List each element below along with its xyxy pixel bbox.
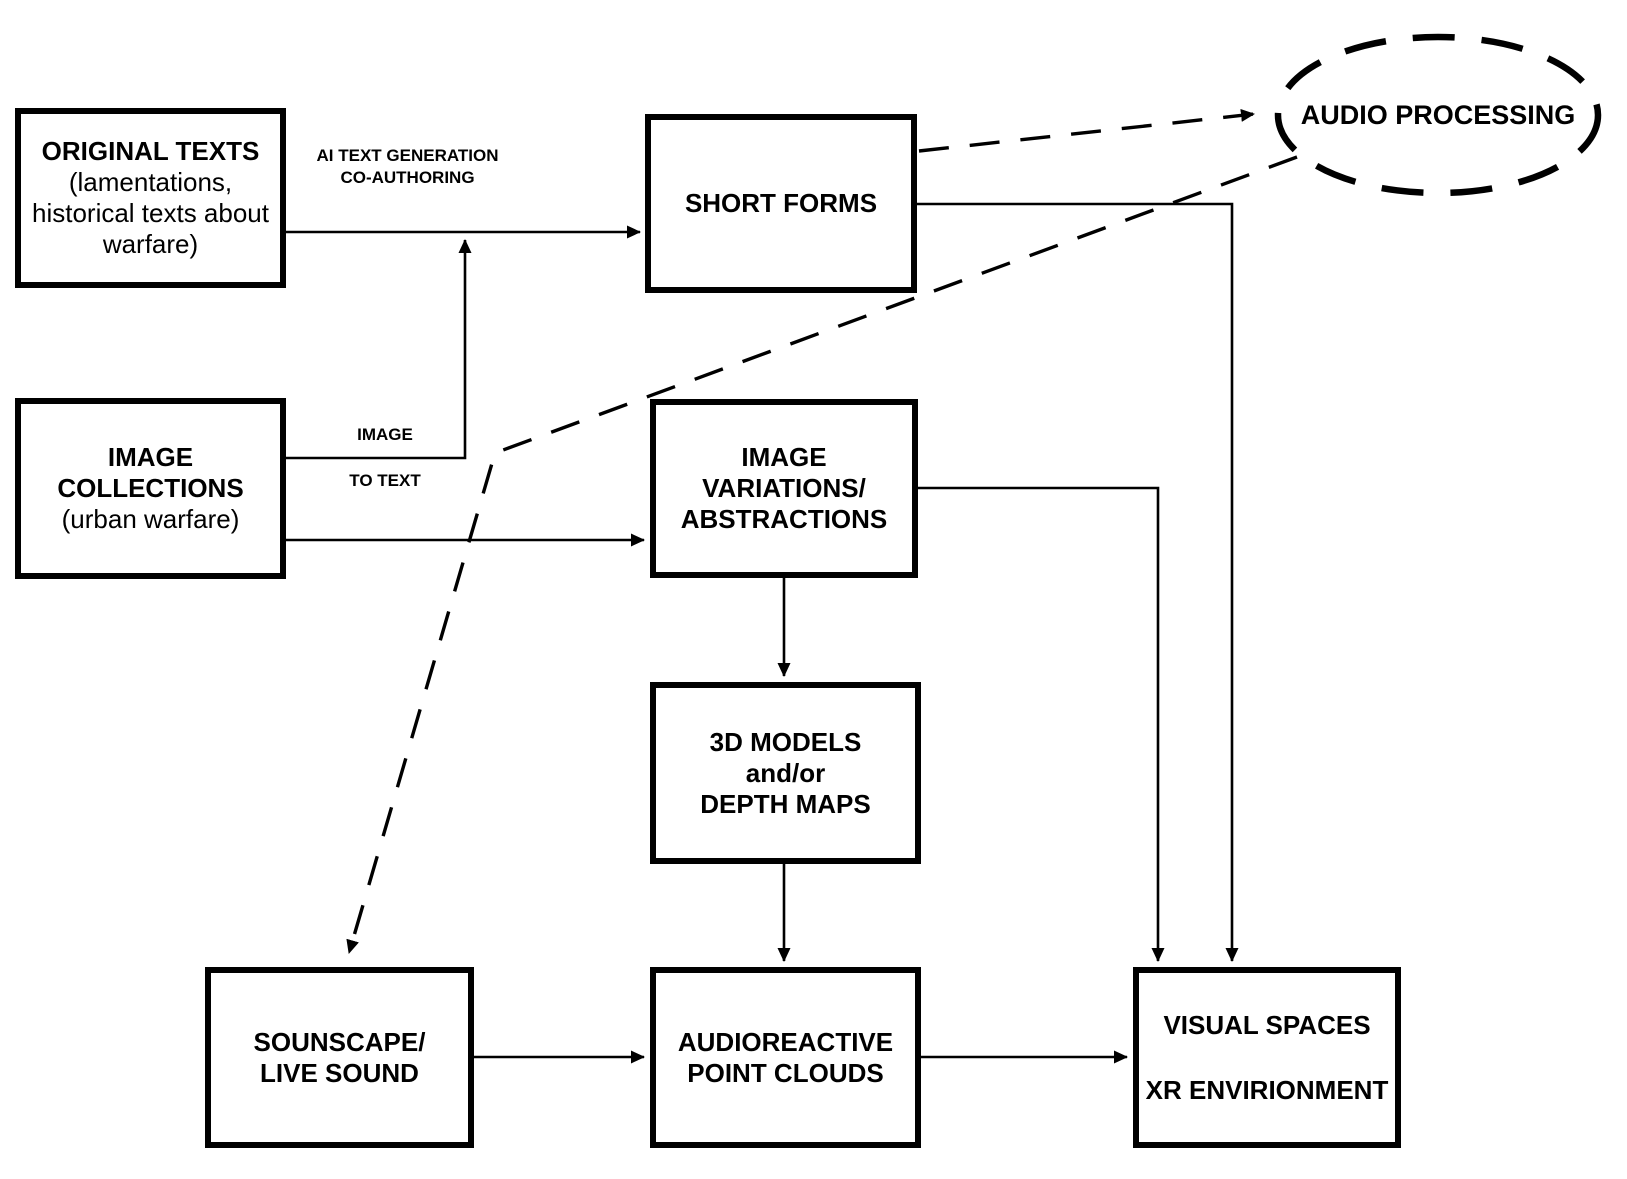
arrow-image-collections-image-to-text xyxy=(285,239,472,460)
node-audioreactive-point-clouds: AUDIOREACTIVE POINT CLOUDS xyxy=(650,967,921,1148)
edge-label-image: IMAGE xyxy=(357,425,413,444)
node-title-line: POINT CLOUDS xyxy=(687,1057,884,1088)
edge-label-ai-text-generation: AI TEXT GENERATION CO-AUTHORING xyxy=(300,145,515,189)
edge-label-line: CO-AUTHORING xyxy=(340,168,475,187)
node-title-line: and/or xyxy=(745,757,826,788)
node-title: IMAGE COLLECTIONS xyxy=(57,442,244,503)
node-title-line: DEPTH MAPS xyxy=(700,788,871,819)
dashed-arrow-audio-processing-to-sounscape xyxy=(346,155,1298,954)
edge-label-to-text: TO TEXT xyxy=(349,471,421,490)
node-title-line: IMAGE xyxy=(741,442,827,472)
dashed-arrow-short-forms-to-audio-processing xyxy=(918,108,1255,153)
node-title-line: 3D MODELS xyxy=(709,726,862,757)
node-subtitle-line: warfare) xyxy=(102,229,199,259)
arrow-short-forms-to-visual-spaces xyxy=(917,202,1239,962)
node-original-texts: ORIGINAL TEXTS (lamentations, historical… xyxy=(15,108,286,288)
node-audio-processing-label: AUDIO PROCESSING xyxy=(1300,100,1576,130)
node-subtitle-line: (urban warfare) xyxy=(61,504,240,534)
audio-processing-ellipse xyxy=(1274,33,1602,197)
node-short-forms: SHORT FORMS xyxy=(645,114,917,293)
node-image-variations: IMAGE VARIATIONS/ ABSTRACTIONS xyxy=(650,399,918,578)
arrow-image-variations-to-visual-spaces xyxy=(917,486,1165,962)
node-visual-spaces: VISUAL SPACES XR ENVIRIONMENT xyxy=(1133,967,1401,1148)
node-title-line: LIVE SOUND xyxy=(260,1057,419,1088)
node-title-line: VARIATIONS/ xyxy=(702,473,866,503)
node-title: ORIGINAL TEXTS xyxy=(41,136,260,166)
node-title-line: SOUNSCAPE/ xyxy=(253,1026,426,1057)
node-subtitle-line: historical texts about xyxy=(31,198,269,228)
edge-label-line: AI TEXT GENERATION xyxy=(316,146,499,165)
node-title: SHORT FORMS xyxy=(684,188,878,218)
node-image-collections: IMAGE COLLECTIONS (urban warfare) xyxy=(15,398,286,579)
node-3d-models: 3D MODELS and/or DEPTH MAPS xyxy=(650,682,921,864)
node-title-line: AUDIOREACTIVE xyxy=(677,1026,894,1057)
node-subtitle-line: (lamentations, xyxy=(68,167,233,197)
node-sounscape: SOUNSCAPE/ LIVE SOUND xyxy=(205,967,474,1148)
node-title-line: XR ENVIRIONMENT xyxy=(1145,1074,1389,1105)
node-title-line: ABSTRACTIONS xyxy=(680,504,888,534)
node-title-line: VISUAL SPACES xyxy=(1163,1009,1371,1040)
